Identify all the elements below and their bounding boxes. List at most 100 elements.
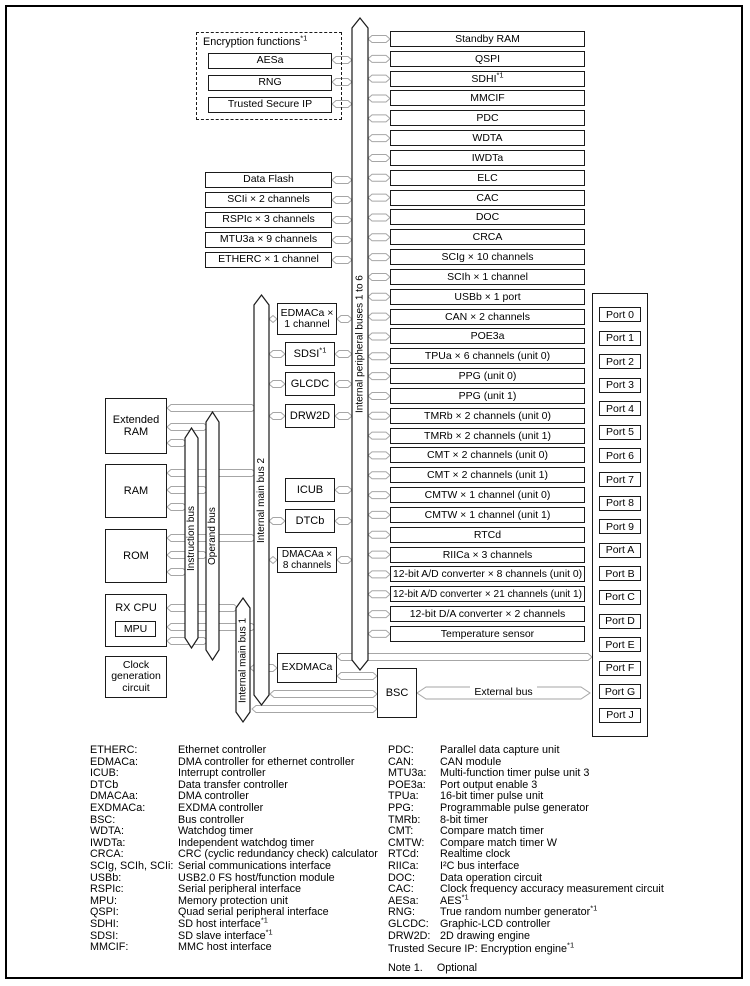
legend-term: AESa:: [388, 894, 419, 907]
peripheral-box: POE3a: [390, 328, 585, 345]
legend-desc: 8-bit timer: [440, 813, 488, 826]
legend-desc: Compare match timer: [440, 825, 544, 838]
bus-connector: [367, 153, 391, 162]
bus-connector: [367, 352, 391, 361]
bus-connector: [367, 431, 391, 440]
port-box: Port 7: [599, 472, 641, 488]
port-box: Port E: [599, 637, 641, 653]
legend-desc: Interrupt controller: [178, 767, 266, 780]
bus-connector: [336, 315, 353, 323]
bus-connector: [334, 517, 353, 525]
peripheral-box: SDHI*1: [390, 70, 585, 87]
legend-term: RIICa:: [388, 859, 419, 872]
peripheral-box: Standby RAM: [390, 31, 585, 47]
bus-connector: [268, 380, 286, 388]
bus-connector: [367, 114, 391, 123]
legend-desc: Graphic-LCD controller: [440, 917, 551, 930]
legend-desc: Watchdog timer: [178, 825, 254, 838]
peripheral-box: QSPI: [390, 50, 585, 67]
legend-term: RSPIc:: [90, 883, 124, 896]
peripheral-box: CMTW × 1 channel (unit 1): [390, 506, 585, 523]
memory-ram: RAM: [105, 464, 167, 518]
legend-term: QSPI:: [90, 906, 119, 919]
legend-desc: SD slave interface*1: [178, 926, 273, 942]
flash-group-item: ETHERC × 1 channel: [205, 252, 332, 268]
bus-internal-peripheral-buses: Internal peripheral buses 1 to 6: [351, 17, 369, 671]
legend-term: SCIg, SCIh, SCIi:: [90, 859, 174, 872]
cpu-label: RX CPU: [115, 602, 157, 614]
bus-connector: [166, 568, 188, 576]
legend-desc: MMC host interface: [178, 941, 272, 954]
flash-group-item: Data Flash: [205, 172, 332, 188]
bus-connector: [367, 451, 391, 460]
port-box: Port 4: [599, 401, 641, 417]
module-edmaca: EDMACa × 1 channel: [277, 303, 337, 335]
legend-desc: CAN module: [440, 755, 502, 768]
bus-connector: [331, 236, 353, 244]
legend-desc: SD host interface*1: [178, 915, 268, 930]
bus-internal-main-bus-1: Internal main bus 1: [235, 596, 251, 724]
flash-group-item: RSPIc × 3 channels: [205, 212, 332, 228]
bus-connector: [367, 550, 391, 559]
bus-connector: [334, 486, 353, 494]
legend-desc: Multi-function timer pulse unit 3: [440, 767, 590, 780]
bus-connector: [367, 570, 391, 579]
bus-connector: [367, 332, 391, 341]
note-row: Note 1. Optional: [388, 962, 477, 974]
legend-desc: Independent watchdog timer: [178, 836, 315, 849]
peripheral-box: DOC: [390, 209, 585, 226]
bus-connector: [336, 672, 378, 680]
peripheral-box: USBb × 1 port: [390, 288, 585, 305]
port-box: Port A: [599, 542, 641, 558]
peripheral-box: RIICa × 3 channels: [390, 546, 585, 563]
bus-connector: [336, 556, 353, 564]
external-bus-arrow: External bus: [416, 685, 591, 700]
legend-term: USBb:: [90, 871, 122, 884]
encryption-functions-group: [196, 32, 342, 120]
legend-desc: EXDMA controller: [178, 801, 264, 814]
bus-connector: [268, 517, 286, 525]
bus-connector: [367, 391, 391, 400]
note-text: Optional: [436, 962, 478, 974]
port-box: Port 9: [599, 519, 641, 535]
legend-term: IWDTa:: [90, 836, 126, 849]
bus-connector: [367, 74, 391, 83]
legend-desc: DMA controller for ethernet controller: [178, 755, 355, 768]
module-exdmaca: EXDMACa: [277, 653, 337, 683]
bus-connector: [331, 256, 353, 264]
legend-desc: Memory protection unit: [178, 894, 288, 907]
legend-desc: 2D drawing engine: [440, 929, 531, 942]
legend-desc: Programmable pulse generator: [440, 801, 589, 814]
legend-term: BSC:: [90, 813, 116, 826]
legend-term: WDTA:: [90, 825, 124, 838]
bus-connector: [367, 54, 391, 63]
mpu-box: MPU: [115, 621, 156, 637]
legend-term: DTCb: [90, 778, 119, 791]
legend-term: MPU:: [90, 894, 117, 907]
bus-connector: [367, 510, 391, 519]
bus-connector: [367, 411, 391, 420]
peripheral-box: PDC: [390, 110, 585, 127]
cpu-box: RX CPU MPU: [105, 594, 167, 647]
port-box: Port B: [599, 566, 641, 582]
encryption-functions-title: Encryption functions*1: [201, 33, 310, 48]
bus-connector: [269, 690, 378, 698]
legend-term: SDSI:: [90, 929, 119, 942]
flash-group-item: SCIi × 2 channels: [205, 192, 332, 208]
bus-connector: [331, 216, 353, 224]
peripheral-box: PPG (unit 1): [390, 387, 585, 404]
peripheral-box: 12-bit A/D converter × 21 channels (unit…: [390, 586, 585, 603]
port-box: Port 5: [599, 424, 641, 440]
port-box: Port 1: [599, 330, 641, 346]
encryption-item: AESa: [208, 53, 332, 69]
flash-group-item: MTU3a × 9 channels: [205, 232, 332, 248]
port-box: Port 2: [599, 354, 641, 370]
bus-connector: [334, 412, 353, 420]
peripheral-box: SCIh × 1 channel: [390, 268, 585, 285]
peripheral-box: TMRb × 2 channels (unit 1): [390, 427, 585, 444]
peripheral-box: CMT × 2 channels (unit 0): [390, 447, 585, 464]
bus-connector: [268, 555, 278, 565]
peripheral-box: CAN × 2 channels: [390, 308, 585, 325]
bus-connector: [166, 404, 257, 412]
